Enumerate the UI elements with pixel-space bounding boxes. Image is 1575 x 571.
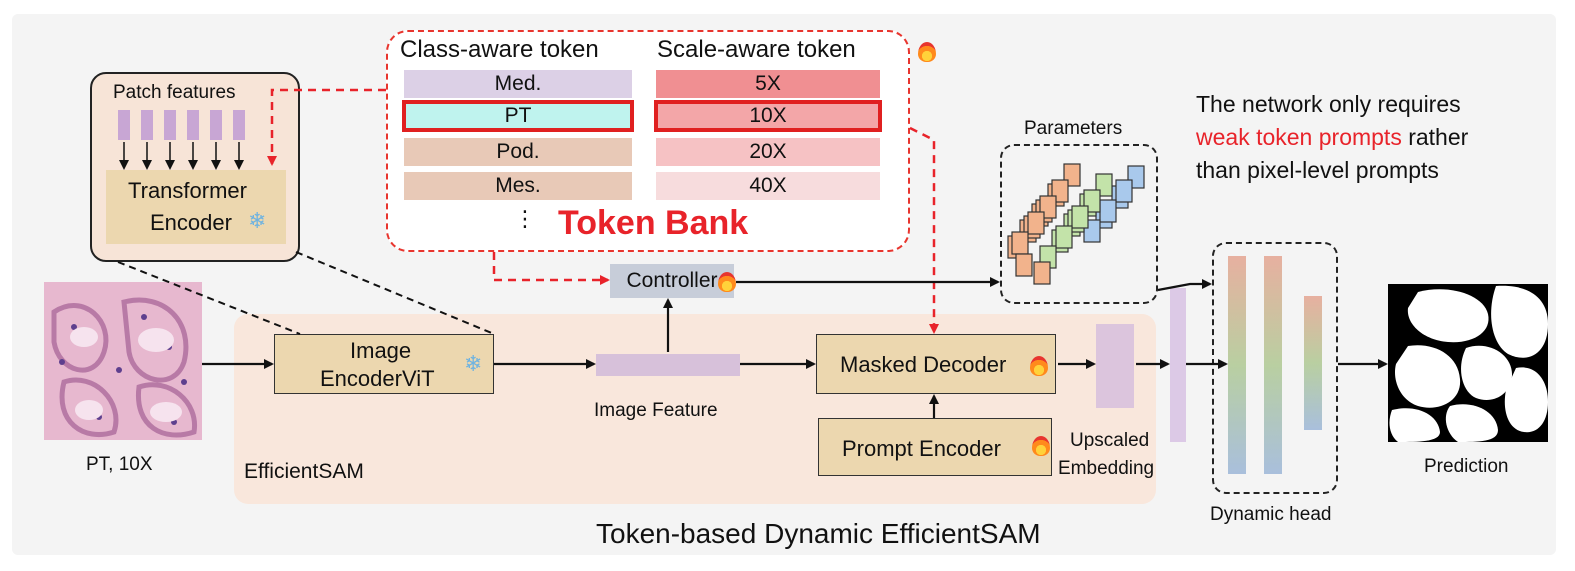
snowflake-icon [248, 211, 270, 235]
dynamic-head-box [1212, 242, 1338, 494]
fire-icon [1030, 354, 1048, 376]
prompt-encoder-label: Prompt Encoder [842, 436, 1001, 461]
upscaled-label-line2: Embedding [1058, 458, 1155, 479]
input-label: PT, 10X [86, 454, 153, 475]
token-bank-title: Token Bank [558, 204, 749, 242]
class-token-pod: Pod. [404, 138, 632, 166]
patch-features-label: Patch features [113, 82, 236, 103]
prediction-mask-image [1388, 284, 1548, 442]
patch-token [233, 110, 245, 140]
more-tokens-ellipsis: ⋮ [514, 206, 536, 231]
prompt-encoder-block [818, 418, 1052, 476]
image-encoder-block [274, 334, 494, 394]
note-line2-rest: rather [1401, 124, 1469, 150]
class-token-pt-selected: PT [402, 100, 634, 132]
fire-icon [1032, 434, 1050, 456]
scale-token-20x: 20X [656, 138, 880, 166]
figure-caption: Token-based Dynamic EfficientSAM [596, 518, 1041, 549]
patch-token [141, 110, 153, 140]
masked-decoder-block [816, 334, 1056, 394]
patch-token [118, 110, 130, 140]
note-line1: The network only requires [1196, 91, 1461, 117]
scale-token-10x-selected: 10X [654, 100, 882, 132]
dynamic-head-layer [1228, 256, 1246, 474]
parameter-grid-graphic [1007, 163, 1145, 285]
embedding-vector-bar [1170, 288, 1186, 442]
transformer-encoder-line2: Encoder [150, 210, 232, 235]
patch-token [164, 110, 176, 140]
fire-icon [718, 270, 736, 292]
upscaled-label-line1: Upscaled [1070, 430, 1150, 451]
image-encoder-line2: EncoderViT [320, 366, 435, 391]
scale-token-40x: 40X [656, 172, 880, 200]
fire-icon [918, 40, 936, 62]
scale-token-5x: 5X [656, 70, 880, 98]
class-token-mes: Mes. [404, 172, 632, 200]
note-highlight: weak token prompts [1196, 124, 1402, 150]
image-feature-label: Image Feature [594, 400, 718, 421]
note-line3: than pixel-level prompts [1196, 157, 1439, 183]
dynamic-head-label: Dynamic head [1210, 504, 1332, 525]
note-line2: weak token prompts rather [1196, 121, 1468, 154]
image-feature-bar [596, 354, 740, 376]
class-aware-token-header: Class-aware token [400, 36, 599, 63]
input-histology-image [44, 282, 202, 440]
dynamic-head-layer [1264, 256, 1282, 474]
patch-token [210, 110, 222, 140]
class-token-med: Med. [404, 70, 632, 98]
controller-block: Controller [610, 264, 734, 298]
efficientsam-label: EfficientSAM [244, 460, 364, 483]
image-encoder-line1: Image [350, 338, 412, 363]
upscaled-embedding-block [1096, 324, 1134, 408]
parameters-box [1000, 144, 1158, 304]
snowflake-icon [464, 354, 486, 378]
controller-label: Controller [626, 269, 718, 292]
masked-decoder-label: Masked Decoder [840, 352, 1007, 377]
transformer-encoder-line1: Transformer [128, 178, 247, 203]
parameters-label: Parameters [1024, 118, 1123, 139]
dynamic-head-layer [1304, 296, 1322, 430]
prediction-label: Prediction [1424, 456, 1509, 477]
patch-token [187, 110, 199, 140]
scale-aware-token-header: Scale-aware token [657, 36, 856, 63]
